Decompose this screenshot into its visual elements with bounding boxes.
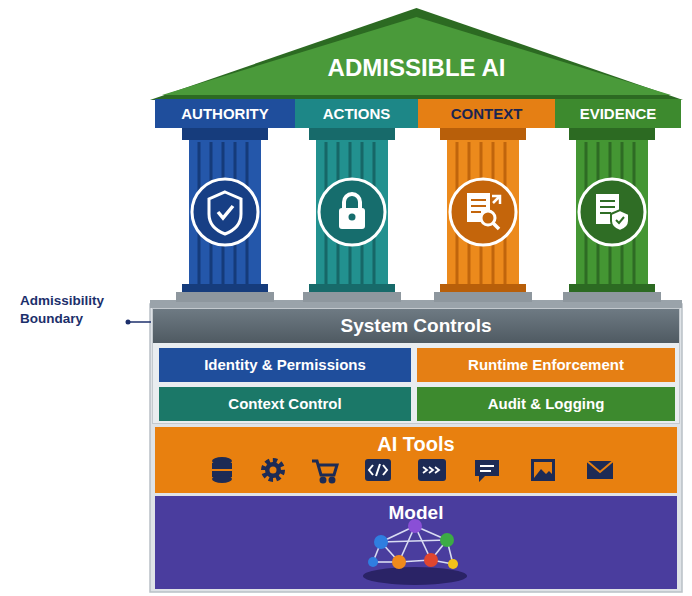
chat-icon xyxy=(475,460,499,482)
database-icon xyxy=(212,457,232,483)
code-icon xyxy=(365,459,391,481)
model-band: Model xyxy=(155,496,677,589)
leader-line xyxy=(128,321,151,323)
node-text: Context Control xyxy=(228,395,341,412)
terminal-icon xyxy=(418,459,446,481)
node-text: AUTHORITY xyxy=(181,105,269,122)
column-evidence xyxy=(563,128,661,302)
document-shield-icon xyxy=(579,179,645,245)
node-text: ADMISSIBLE AI xyxy=(328,54,506,82)
image-icon xyxy=(531,459,555,481)
node-text: AI Tools xyxy=(377,433,454,456)
node-text: Runtime Enforcement xyxy=(468,356,624,373)
shield-icon xyxy=(192,179,258,245)
document-search-icon xyxy=(450,179,516,245)
node-text: CONTEXT xyxy=(451,105,523,122)
node-text: Model xyxy=(389,502,444,524)
network-icon xyxy=(363,519,467,585)
roof-fill xyxy=(162,17,671,95)
control-box: Context Control xyxy=(159,387,411,421)
control-box: Audit & Logging xyxy=(417,387,675,421)
controls-container: System ControlsIdentity & Permissions Run… xyxy=(152,308,680,424)
column-context xyxy=(434,128,532,302)
gear-icon xyxy=(264,461,282,479)
leader-dot xyxy=(126,320,131,325)
band-heading: System Controls xyxy=(153,309,679,343)
column-actions xyxy=(303,128,401,302)
mail-icon xyxy=(587,461,613,479)
node-text: ACTIONS xyxy=(323,105,391,122)
roof-title: ADMISSIBLE AI xyxy=(150,8,683,100)
cart-icon xyxy=(312,461,337,482)
pillar-header: ACTIONS xyxy=(295,99,418,128)
lock-icon xyxy=(319,179,385,245)
column-authority xyxy=(176,128,274,302)
roof-outline xyxy=(150,8,683,100)
pillar-header: AUTHORITY xyxy=(155,99,295,128)
control-box: Runtime Enforcement xyxy=(417,348,675,382)
node-text: Audit & Logging xyxy=(488,395,605,412)
base-frame xyxy=(150,304,682,592)
pillar-header: CONTEXT xyxy=(418,99,555,128)
boundary-label: Admissibility Boundary xyxy=(20,292,130,328)
node-text: EVIDENCE xyxy=(580,105,657,122)
tools-band: AI Tools xyxy=(155,427,677,493)
control-box: Identity & Permissions xyxy=(159,348,411,382)
node-text: Identity & Permissions xyxy=(204,356,366,373)
pillar-header: EVIDENCE xyxy=(555,99,681,128)
